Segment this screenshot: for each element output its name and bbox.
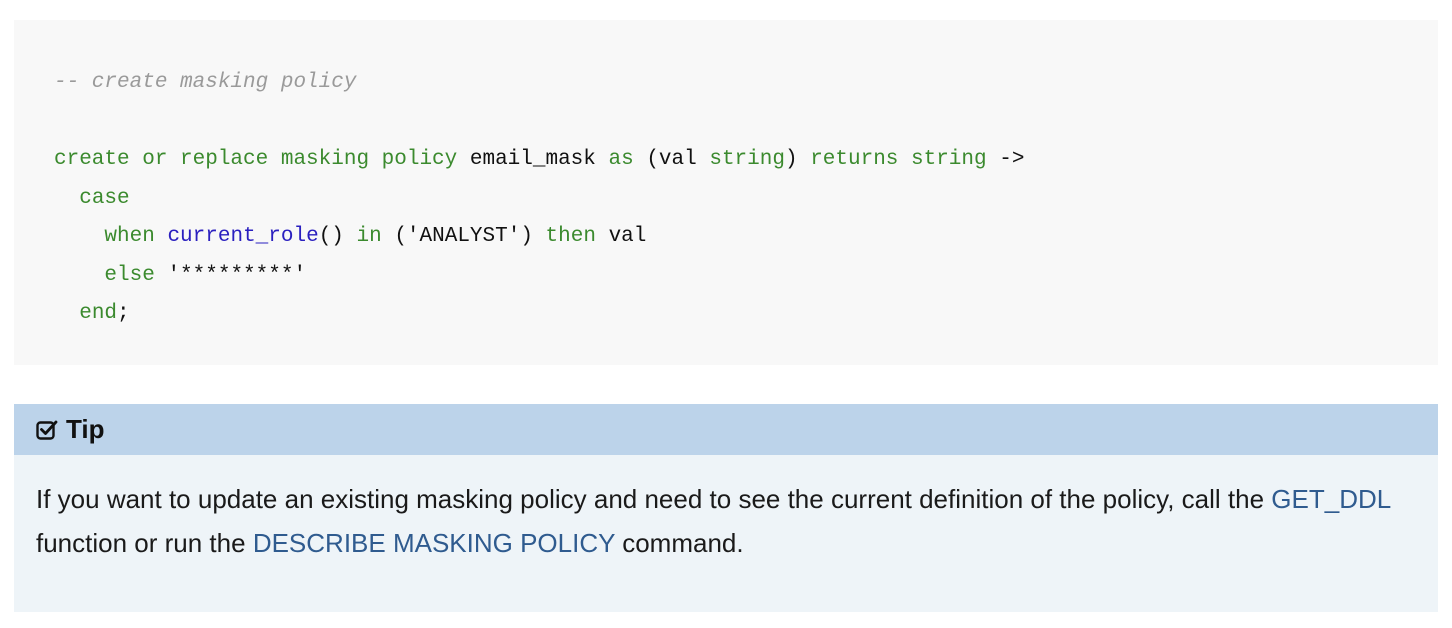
code-string: '*********' — [154, 263, 307, 287]
tip-text: function or run the — [36, 528, 253, 558]
code-keyword: as — [608, 148, 634, 171]
code-line-else: else '*********' — [54, 257, 1024, 296]
code-identifier: email_mask — [457, 148, 609, 171]
code-line-case: case — [54, 180, 1024, 219]
tip-text: command. — [614, 528, 744, 558]
code-line-comment: -- create masking policy — [54, 64, 1024, 103]
tip-title: Tip — [66, 414, 105, 444]
code-keyword: when — [104, 225, 155, 248]
code-keyword: end — [79, 302, 118, 325]
code-keyword: string — [709, 148, 785, 171]
code-keyword: case — [79, 186, 130, 210]
code-line-when: when current_role() in ('ANALYST') then … — [54, 218, 1024, 257]
code-function: current_role — [167, 225, 319, 248]
tip-header: Tip — [14, 404, 1438, 455]
tip-text: If you want to update an existing maskin… — [36, 484, 1272, 514]
get-ddl-link[interactable]: GET_DDL — [1271, 484, 1391, 514]
code-text: () — [318, 225, 357, 248]
code-keyword: then — [545, 225, 596, 248]
code-keyword: create or replace masking policy — [54, 148, 458, 171]
code-line-blank — [54, 103, 1024, 142]
code-keyword: else — [104, 263, 155, 287]
code-text: ; — [117, 302, 130, 325]
code-string: ('ANALYST') — [381, 225, 546, 248]
code-comment: -- create masking policy — [54, 71, 357, 94]
code-text: (val — [633, 148, 710, 171]
code-listing: -- create masking policy create or repla… — [54, 64, 1024, 334]
code-keyword: returns string — [810, 148, 987, 171]
code-text: ) — [784, 148, 811, 171]
code-keyword: in — [356, 225, 382, 248]
code-text: -> — [986, 148, 1025, 171]
code-text: val — [595, 225, 647, 248]
tip-callout: Tip If you want to update an existing ma… — [14, 404, 1438, 612]
checkbox-checked-icon — [36, 419, 58, 441]
tip-body: If you want to update an existing maskin… — [36, 477, 1416, 565]
code-line-end: end; — [54, 295, 1024, 334]
code-block: -- create masking policy create or repla… — [14, 20, 1438, 365]
describe-masking-policy-link[interactable]: DESCRIBE MASKING POLICY — [252, 528, 615, 558]
code-line-create: create or replace masking policy email_m… — [54, 141, 1024, 180]
